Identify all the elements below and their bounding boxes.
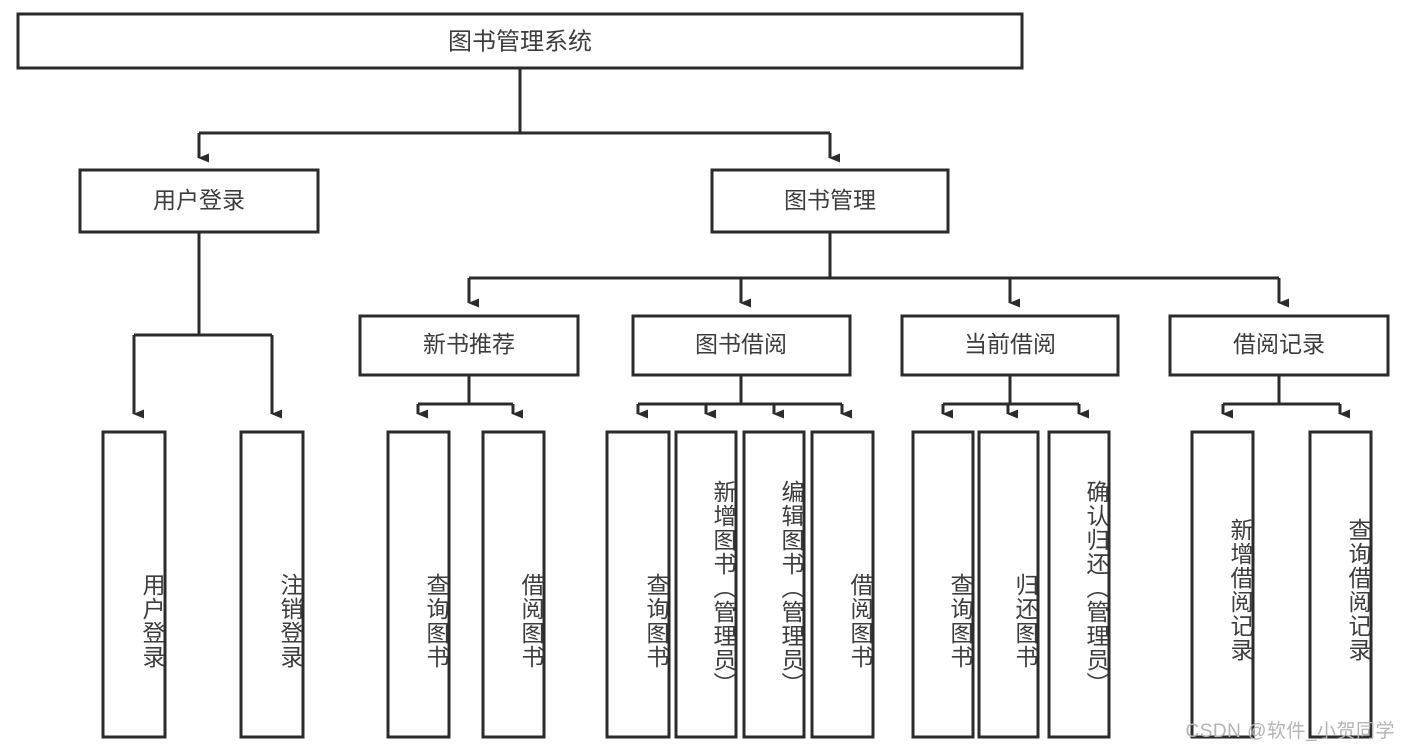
leaf-box-query-book-2[interactable] bbox=[605, 430, 671, 739]
node-book-manage-box[interactable] bbox=[710, 168, 950, 234]
leaf-box-add-borrow-record[interactable] bbox=[1190, 430, 1255, 739]
node-book-borrow[interactable]: 图书借阅 bbox=[631, 314, 852, 377]
connector-group-new-book-rec bbox=[416, 375, 523, 419]
leaf-box-query-borrow-record[interactable] bbox=[1308, 430, 1373, 739]
node-user-login-box[interactable] bbox=[78, 168, 320, 234]
leaf-box-borrow-book-1[interactable] bbox=[481, 430, 546, 739]
connector-group-book-borrow bbox=[636, 375, 852, 419]
leaf-box-add-book-admin[interactable] bbox=[674, 430, 738, 739]
leaf-box-confirm-return-admin[interactable] bbox=[1047, 430, 1111, 739]
node-book-borrow-label: 图书借阅 bbox=[695, 331, 787, 357]
node-current-borrow-box[interactable] bbox=[900, 314, 1120, 377]
node-book-manage[interactable]: 图书管理 bbox=[710, 168, 950, 234]
leaf-box-return-book[interactable] bbox=[977, 430, 1040, 739]
leaf-box-query-book-3[interactable] bbox=[911, 430, 975, 739]
leaf-box-edit-book-admin[interactable] bbox=[742, 430, 806, 739]
node-user-login-label: 用户登录 bbox=[153, 187, 245, 213]
leaf-box-borrow-book-2[interactable] bbox=[810, 430, 875, 739]
node-new-book-rec-label: 新书推荐 bbox=[423, 331, 515, 357]
node-current-borrow[interactable]: 当前借阅 bbox=[900, 314, 1120, 377]
node-borrow-record-box[interactable] bbox=[1168, 314, 1390, 377]
node-root-label: 图书管理系统 bbox=[448, 28, 592, 55]
connector-group-user-login bbox=[132, 232, 282, 419]
leaf-box-group bbox=[101, 430, 1373, 739]
connector-group-book-manage bbox=[467, 232, 1289, 308]
leaf-box-user-login[interactable] bbox=[101, 430, 167, 739]
connector-group-root bbox=[197, 68, 840, 163]
node-book-borrow-box[interactable] bbox=[631, 314, 852, 377]
leaf-box-user-logout[interactable] bbox=[239, 430, 305, 739]
node-current-borrow-label: 当前借阅 bbox=[964, 331, 1056, 357]
node-book-manage-label: 图书管理 bbox=[784, 187, 876, 213]
node-root[interactable]: 图书管理系统 bbox=[16, 12, 1024, 70]
csdn-watermark: CSDN @软件_小贺同学 bbox=[1185, 721, 1395, 742]
node-new-book-rec[interactable]: 新书推荐 bbox=[358, 314, 580, 377]
connector-group-current-borrow bbox=[941, 375, 1089, 419]
node-root-box[interactable] bbox=[16, 12, 1024, 70]
node-user-login[interactable]: 用户登录 bbox=[78, 168, 320, 234]
leaf-box-query-book-1[interactable] bbox=[386, 430, 451, 739]
node-borrow-record-label: 借阅记录 bbox=[1233, 331, 1325, 357]
node-borrow-record[interactable]: 借阅记录 bbox=[1168, 314, 1390, 377]
connector-group-borrow-record bbox=[1221, 375, 1350, 419]
node-new-book-rec-box[interactable] bbox=[358, 314, 580, 377]
